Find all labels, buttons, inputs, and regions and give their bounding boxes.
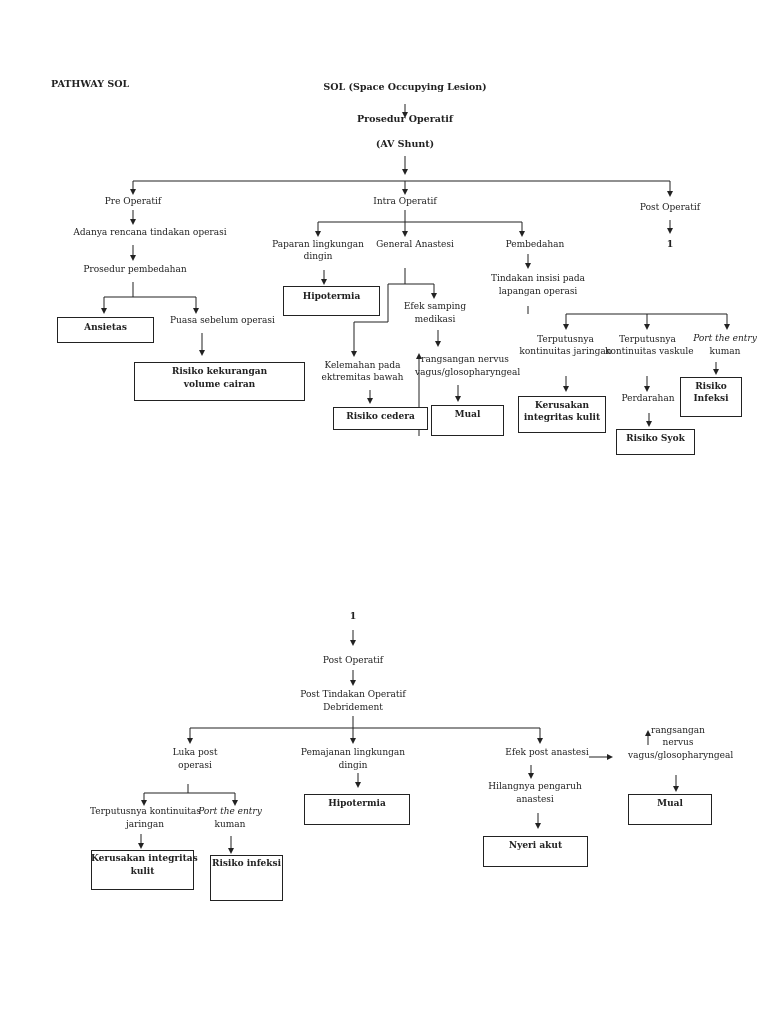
rangsangan-label-2: vagus/glosopharyngeal (415, 368, 521, 378)
risiko-infeksi-top-text-2: Infeksi (693, 394, 729, 404)
tindakan-insisi-label-1: Tindakan insisi pada (490, 274, 586, 284)
efek-post-anastesi-label: Efek post anastesi (505, 748, 589, 758)
adanya-rencana-label: Adanya rencana tindakan operasi (73, 228, 227, 238)
bottom-mual-box (628, 794, 712, 825)
post-tindakan-label-1: Post Tindakan Operatif (300, 690, 406, 700)
bottom-terputus-label-1: Terputusnya kontinuitas (90, 807, 201, 817)
tindakan-insisi-label-2: lapangan operasi (498, 287, 578, 297)
paparan-label-2: dingin (303, 252, 333, 262)
post-operatif-label: Post Operatif (639, 203, 701, 213)
risiko-syok-text: Risiko Syok (626, 434, 685, 444)
bottom-rangsangan-label-3: vagus/glosopharyngeal (628, 751, 734, 761)
risiko-cairan-text-2: volume cairan (183, 380, 256, 390)
pemajanan-label-1: Pemajanan lingkungan (300, 748, 406, 758)
risiko-cedera-box (333, 407, 428, 430)
bottom-terputus-label-2: jaringan (125, 820, 165, 830)
mual-top-text: Mual (454, 410, 481, 420)
pre-operatif-label: Pre Operatif (104, 197, 162, 207)
pembedahan-label: Pembedahan (505, 240, 565, 250)
bottom-ref: 1 (349, 611, 357, 622)
efek-samping-label-2: medikasi (414, 315, 456, 325)
terputus-jaringan-label-2: kontinuitas jaringan (519, 347, 612, 357)
risiko-infeksi-top-box (680, 377, 742, 417)
bottom-kerusakan-text-1: Kerusakan integritas (91, 854, 198, 864)
bottom-port-entry-label-1: Port the entry (198, 807, 262, 817)
risiko-syok-box (616, 429, 695, 455)
general-anastesi-label: General Anastesi (376, 240, 454, 250)
terputus-vaskule-label-1: Terputusnya (619, 335, 676, 345)
bottom-hipotermia-box (304, 794, 410, 825)
risiko-cedera-text: Risiko cedera (346, 412, 415, 422)
hipotermia-text: Hipotermia (302, 292, 361, 302)
prosedur-pembedahan-label: Prosedur pembedahan (83, 265, 187, 275)
risiko-infeksi-top-text-1: Risiko (695, 382, 727, 392)
luka-post-label-1: Luka post (172, 748, 218, 758)
bottom-risiko-infeksi-box (210, 855, 283, 901)
perdarahan-label: Perdarahan (621, 394, 675, 404)
bottom-post-operatif-label: Post Operatif (322, 656, 384, 666)
bottom-kerusakan-text-2: kulit (130, 867, 155, 877)
efek-samping-label-1: Efek samping (403, 302, 467, 312)
bottom-port-entry-label-2: kuman (214, 820, 246, 830)
terputus-jaringan-label-1: Terputusnya (537, 335, 594, 345)
sol-title: SOL (Space Occupying Lesion) (323, 82, 487, 93)
ansietas-box (57, 317, 154, 343)
kerusakan-kulit-top-text-2: integritas kulit (523, 413, 601, 423)
bottom-mual-text: Mual (657, 799, 683, 809)
hilangnya-label-2: anastesi (516, 795, 554, 805)
port-entry-label-1: Port the entry (693, 334, 757, 344)
port-entry-label-2: kuman (709, 347, 741, 357)
nyeri-akut-text: Nyeri akut (508, 841, 563, 851)
mual-top-box (431, 405, 504, 436)
luka-post-label-2: operasi (178, 761, 212, 771)
terputus-vaskule-label-2: kontinuitas vaskule (605, 347, 694, 357)
bottom-hipotermia-text: Hipotermia (328, 799, 386, 809)
kerusakan-kulit-top-text-1: Kerusakan (534, 401, 590, 411)
pemajanan-label-2: dingin (338, 761, 368, 771)
risiko-cairan-text-1: Risiko kekurangan (171, 367, 268, 377)
kelemahan-label-2: ektremitas bawah (321, 373, 404, 383)
bottom-risiko-infeksi-text: Risiko infeksi (211, 859, 282, 869)
hilangnya-label-1: Hilangnya pengaruh (488, 782, 582, 792)
bottom-rangsangan-label-2: nervus (662, 738, 694, 748)
av-shunt-label: (AV Shunt) (375, 139, 435, 150)
intra-operatif-label: Intra Operatif (373, 197, 437, 207)
risiko-cairan-box (134, 362, 305, 401)
pathway-title: PATHWAY SOL (51, 79, 130, 90)
puasa-label: Puasa sebelum operasi (170, 316, 275, 326)
paparan-label-1: Paparan lingkungan (272, 240, 364, 250)
bottom-rangsangan-label-1: rangsangan (651, 726, 705, 736)
bottom-kerusakan-box (91, 850, 194, 890)
ansietas-text: Ansietas (84, 323, 127, 333)
hipotermia-box (283, 286, 380, 316)
prosedur-operatif-label: Prosedur Operatif (357, 114, 453, 125)
post-tindakan-label-2: Debridement (323, 703, 383, 713)
rangsangan-label-1: rangsangan nervus (421, 355, 509, 365)
nyeri-akut-box (483, 836, 588, 867)
kerusakan-kulit-top-box (518, 396, 606, 433)
post-operatif-ref: 1 (666, 239, 674, 250)
kelemahan-label-1: Kelemahan pada (324, 361, 401, 371)
